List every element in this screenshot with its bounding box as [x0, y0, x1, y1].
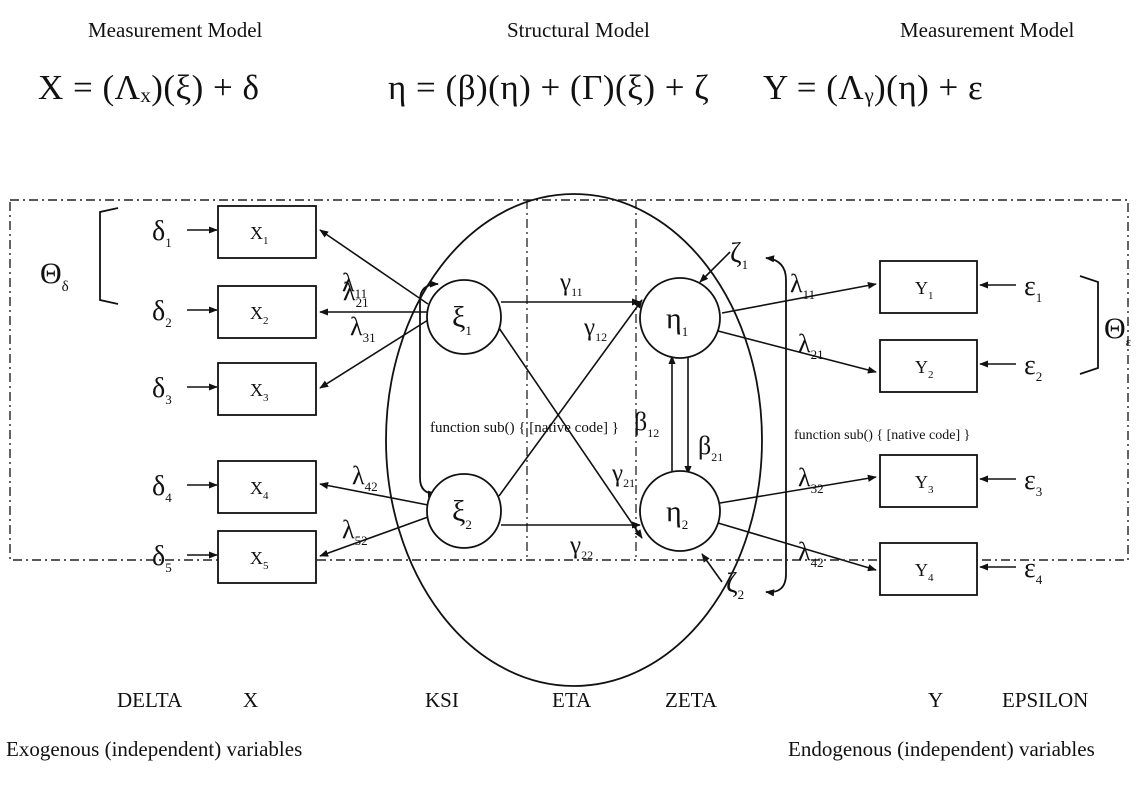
label-epsilon: EPSILON	[1002, 688, 1089, 712]
beta12-label: β12	[634, 407, 659, 440]
delta-label: δ4	[152, 471, 172, 505]
y-box-label: Y4	[915, 560, 934, 584]
lambda-x42-label: λ42	[352, 461, 378, 494]
label-y: Y	[928, 688, 944, 712]
epsilon-label: ε1	[1024, 271, 1042, 305]
header-measurement-model-left: Measurement Model	[88, 18, 263, 42]
y-box	[879, 542, 978, 596]
label-eta: ETA	[552, 688, 592, 712]
eta-circle	[639, 470, 721, 552]
y-box	[879, 454, 978, 508]
x-box-label: X4	[250, 478, 269, 502]
theta-epsilon-label: Θε	[1104, 312, 1132, 349]
ksi-circle	[426, 473, 502, 549]
lambda-y21-arrow	[717, 330, 877, 374]
zeta1-label: ζ1	[730, 238, 748, 272]
lambda-x42-arrow	[319, 482, 429, 506]
delta-label: δ3	[152, 373, 172, 407]
footer-exogenous: Exogenous (independent) variables	[6, 737, 303, 761]
header-structural-model: Structural Model	[507, 18, 650, 42]
lambda-y32-label: λ32	[798, 463, 824, 496]
theta-delta-bracket	[99, 207, 119, 305]
psi-label: function sub() { [native code] }	[794, 428, 970, 443]
lambda-y42-label: λ42	[798, 537, 824, 570]
lambda-x31-label: λ31	[350, 312, 376, 345]
lambda-x21-label: λ21	[343, 277, 369, 310]
lambda-y21-label: λ21	[798, 329, 824, 362]
ksi-label: ξ2	[452, 495, 472, 532]
lambda-x31-arrow	[319, 319, 429, 389]
zeta1-arrow	[699, 251, 731, 283]
lambda-x52-arrow	[319, 516, 429, 557]
label-ksi: KSI	[425, 688, 459, 712]
eta-label: η1	[666, 302, 688, 339]
footer-endogenous: Endogenous (independent) variables	[788, 737, 1095, 761]
psi-covariance-arrow	[765, 255, 787, 597]
delta-label: δ1	[152, 216, 172, 250]
lambda-y42-arrow	[717, 522, 877, 572]
lambda-x11-arrow	[319, 229, 429, 305]
x-box-label: X3	[250, 380, 269, 404]
ksi-circle	[426, 279, 502, 355]
y-box-label: Y2	[915, 357, 934, 381]
zeta2-label: ζ2	[726, 568, 744, 602]
x-box	[217, 530, 317, 584]
gamma11-label: γ11	[559, 269, 583, 299]
y-box-label: Y1	[915, 278, 934, 302]
x-box-label: X1	[250, 223, 269, 247]
lambda-x52-label: λ52	[342, 515, 368, 548]
gamma21-arrow	[498, 327, 643, 539]
epsilon-label: ε4	[1024, 553, 1043, 587]
zeta2-arrow	[701, 553, 723, 583]
lambda-y11-arrow	[721, 281, 877, 314]
equation-x-measurement: X = (Λₓ)(ξ) + δ	[38, 68, 260, 107]
delta-label: δ5	[152, 541, 172, 575]
lambda-y11-label: λ11	[790, 269, 815, 302]
equation-structural: η = (β)(η) + (Γ)(ξ) + ζ	[388, 68, 710, 107]
x-box	[217, 285, 317, 339]
x-box	[217, 362, 317, 416]
epsilon-label: ε2	[1024, 350, 1042, 384]
x-box	[217, 205, 317, 259]
structural-ellipse	[385, 193, 763, 687]
theta-epsilon-bracket	[1079, 275, 1099, 375]
phi-label: function sub() { [native code] }	[430, 420, 619, 436]
ksi-label: ξ1	[452, 301, 472, 338]
outer-frame	[9, 199, 1129, 561]
equation-y-measurement: Y = (Λᵧ)(η) + ε	[763, 68, 984, 107]
gamma12-label: γ12	[583, 314, 607, 344]
x-box-label: X5	[250, 548, 269, 572]
lambda-x11-label: λ11	[342, 268, 367, 301]
y-box	[879, 260, 978, 314]
lambda-y32-arrow	[719, 474, 877, 504]
y-box-label: Y3	[915, 472, 934, 496]
epsilon-label: ε3	[1024, 465, 1042, 499]
label-x: X	[243, 688, 259, 712]
x-box-label: X2	[250, 303, 269, 327]
y-box	[879, 339, 978, 393]
theta-delta-label: Θδ	[40, 257, 69, 295]
delta-label: δ2	[152, 296, 172, 330]
gamma12-arrow	[498, 299, 643, 497]
gamma21-label: γ21	[611, 460, 635, 490]
label-delta: DELTA	[117, 688, 183, 712]
gamma22-label: γ22	[569, 532, 593, 562]
beta21-label: β21	[698, 431, 723, 464]
x-box	[217, 460, 317, 514]
header-measurement-model-right: Measurement Model	[900, 18, 1075, 42]
eta-label: η2	[666, 495, 688, 532]
label-zeta: ZETA	[665, 688, 717, 712]
eta-circle	[639, 277, 721, 359]
